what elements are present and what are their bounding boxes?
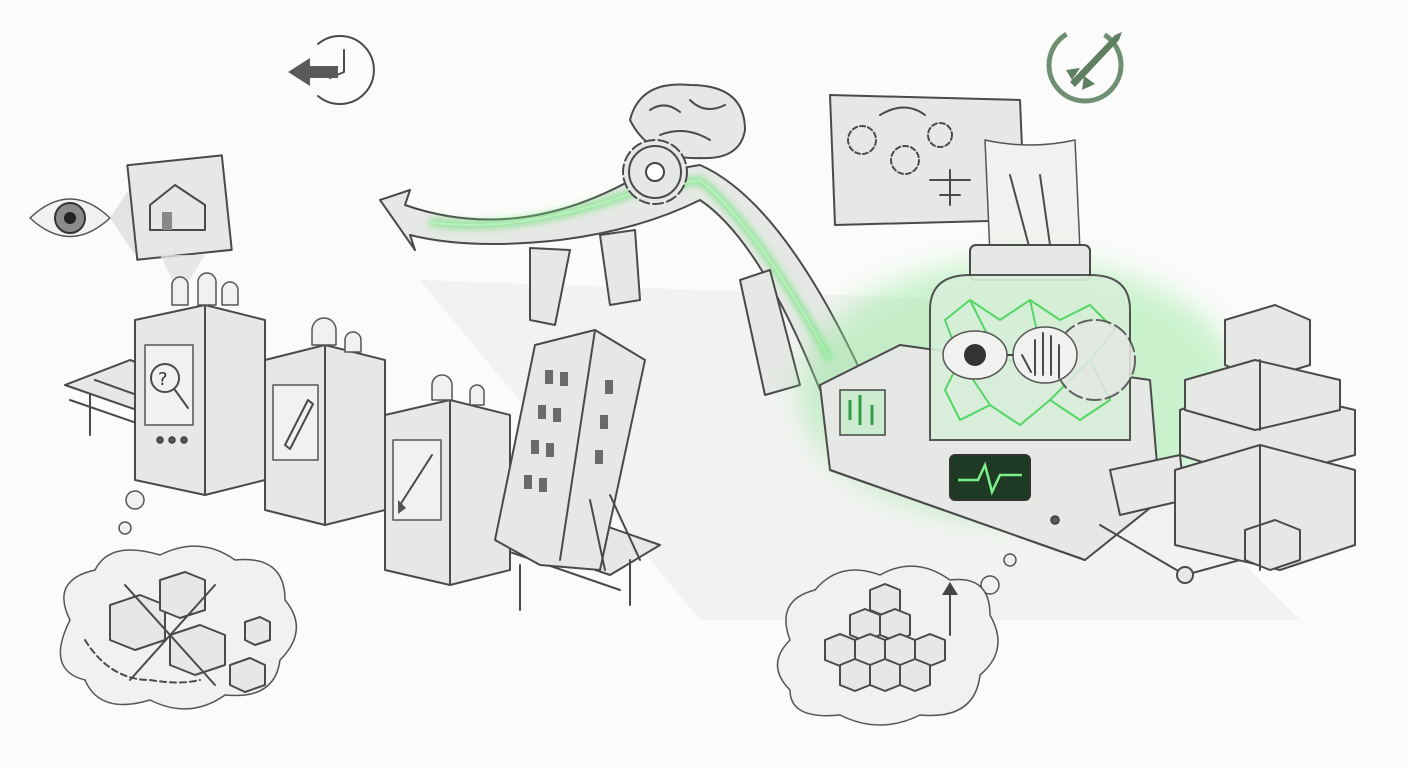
gears-scales-blueprint-icon bbox=[829, 94, 1081, 256]
rocket-icon bbox=[1046, 26, 1124, 104]
eye-icon bbox=[29, 180, 135, 255]
crank-handle bbox=[1099, 524, 1241, 584]
broken-blocks-icon bbox=[84, 571, 271, 693]
eye-hand-gear-icon bbox=[942, 319, 1136, 401]
machine-paintbrush bbox=[384, 374, 511, 586]
tilted-building bbox=[494, 329, 646, 571]
stacked-blocks-growth-icon bbox=[824, 582, 958, 692]
machine-question: ? bbox=[134, 272, 266, 496]
house-picture-icon bbox=[126, 154, 233, 295]
svg-text:?: ? bbox=[158, 369, 168, 390]
clock-rewind-icon bbox=[288, 35, 375, 105]
gear-icon bbox=[622, 139, 688, 205]
block-tower-icon bbox=[1109, 304, 1356, 571]
machine-pencil bbox=[264, 317, 386, 526]
